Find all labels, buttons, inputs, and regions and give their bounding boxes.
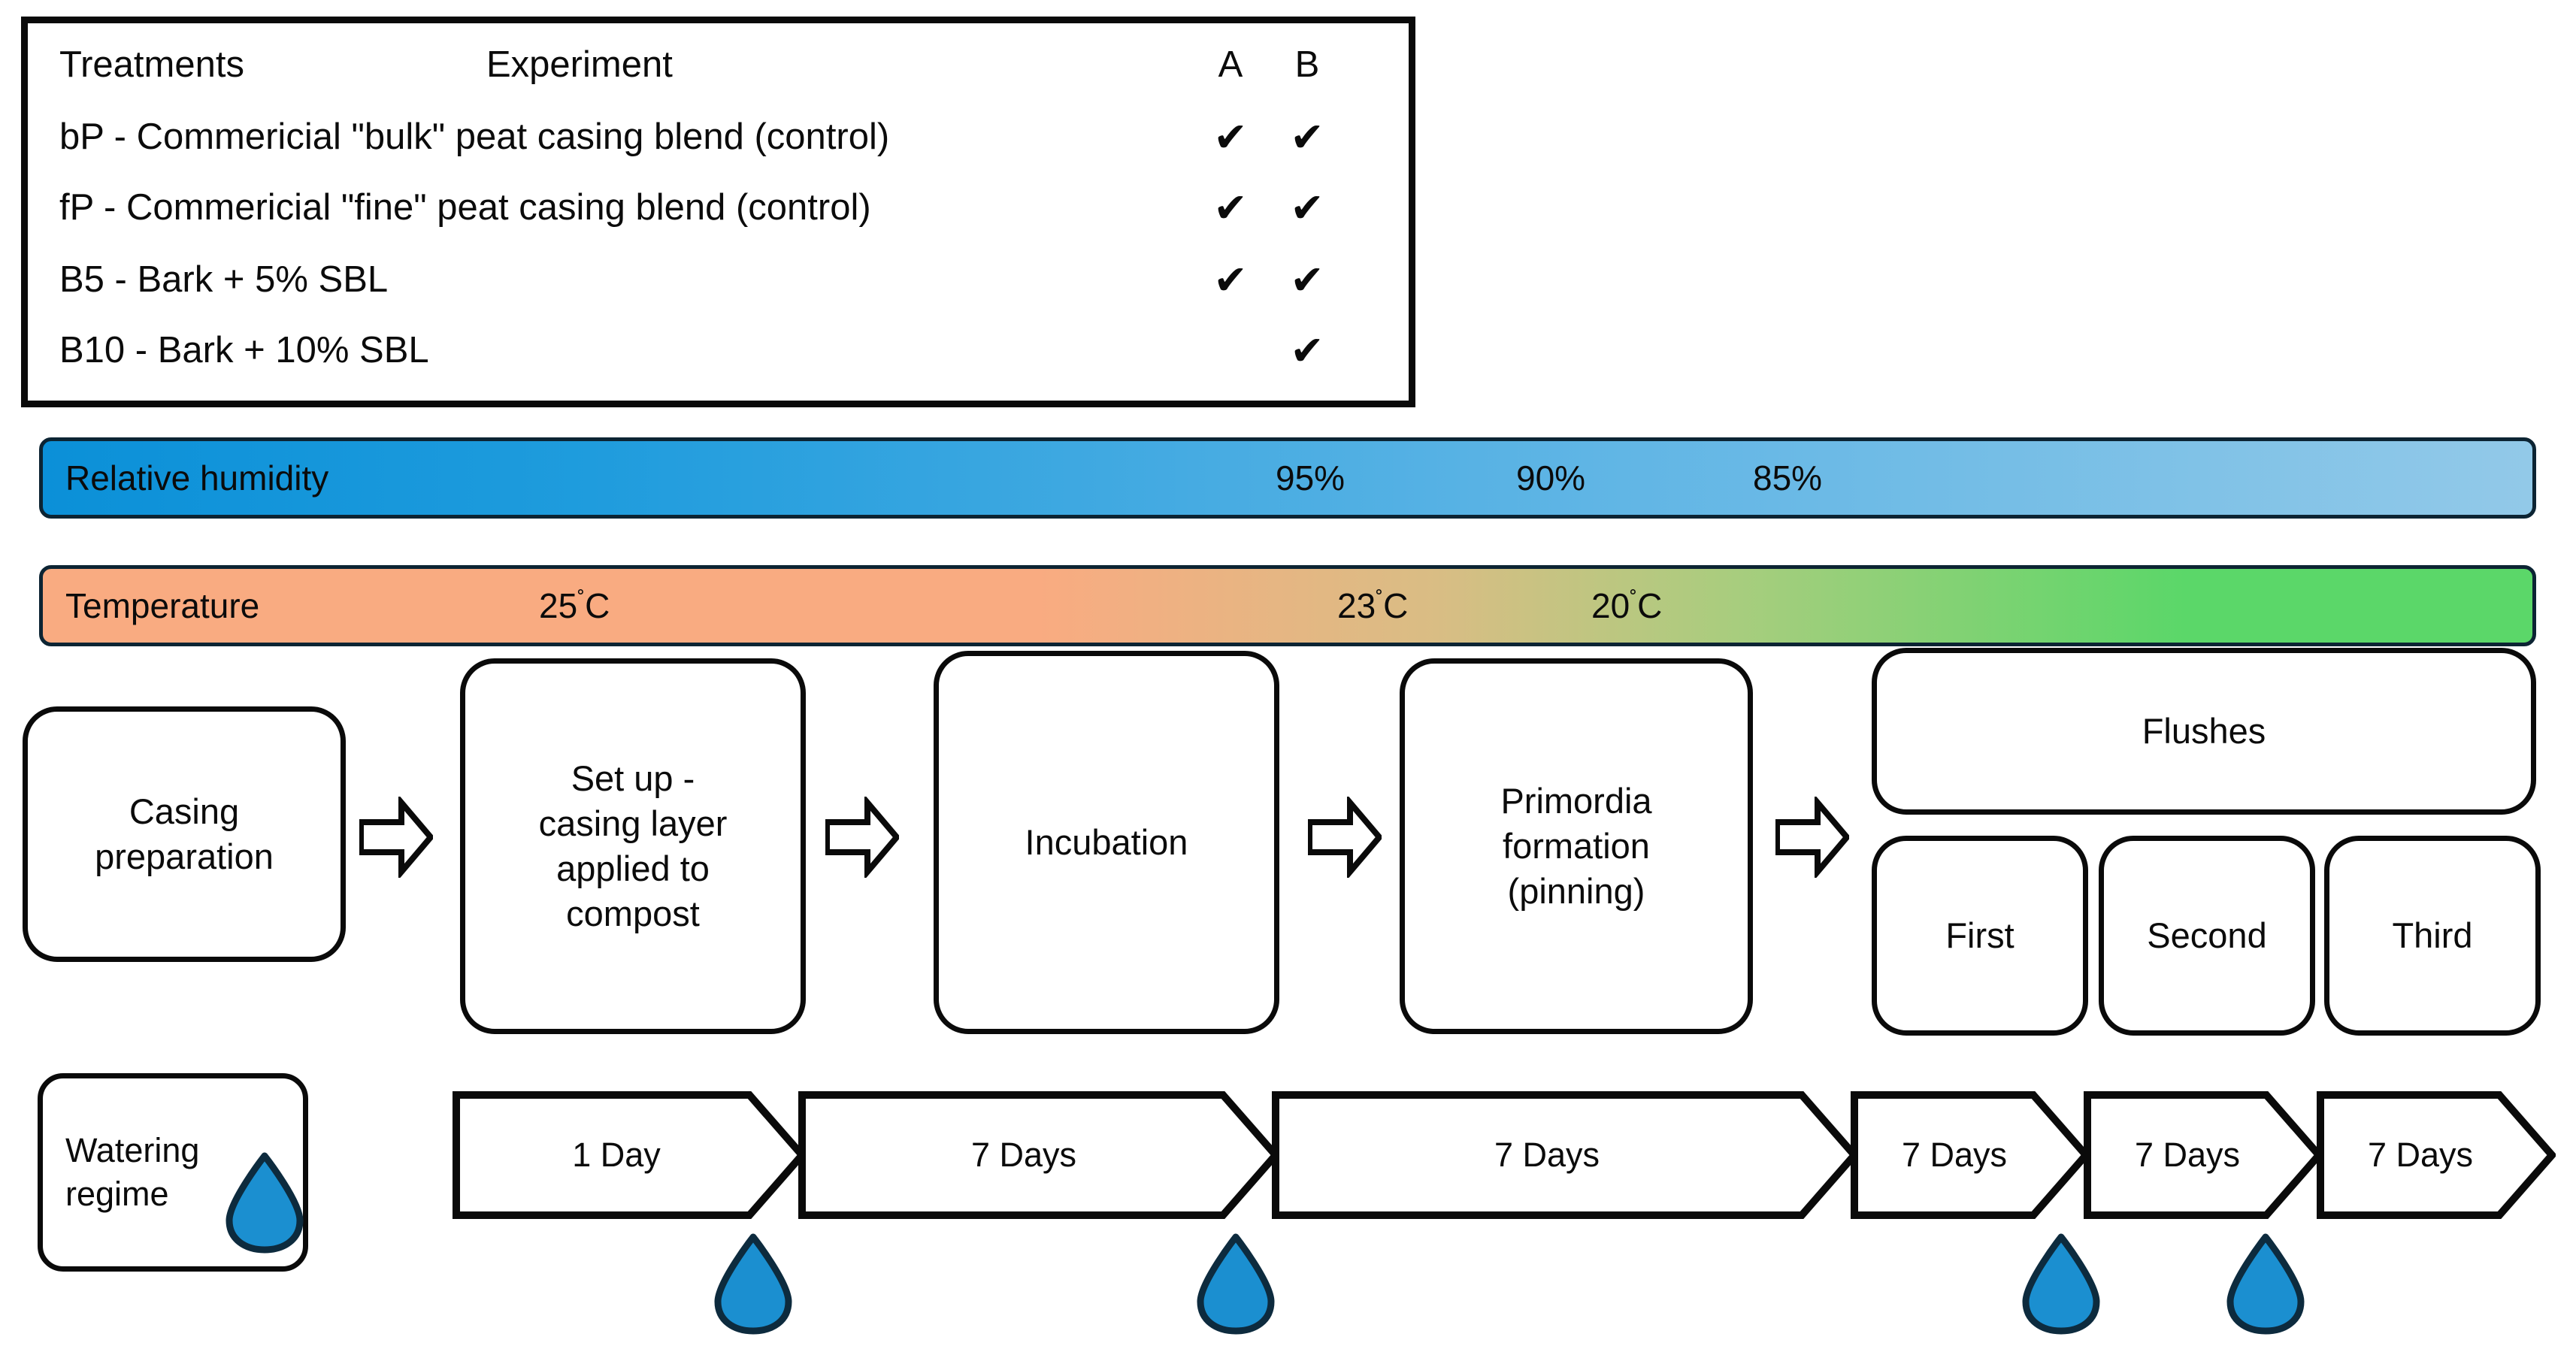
flow-arrow-icon bbox=[358, 794, 435, 880]
treatment-label: B10 - Bark + 10% SBL bbox=[59, 330, 429, 371]
flow-arrow-icon bbox=[824, 794, 901, 880]
duration-chevron[interactable] bbox=[1272, 1091, 1858, 1219]
flushes-title: Flushes bbox=[2142, 710, 2266, 751]
humidity-tick-90: 90% bbox=[1516, 458, 1586, 498]
check-icon-b: ✔ bbox=[1290, 183, 1324, 231]
treatments-table: Treatments Experiment A B bP - Commerici… bbox=[21, 17, 1415, 407]
table-header-row: Treatments Experiment A B bbox=[28, 29, 1409, 101]
check-icon-b: ✔ bbox=[1290, 326, 1324, 374]
water-drop-icon bbox=[224, 1151, 305, 1254]
temperature-tick-20-value: 20 bbox=[1591, 586, 1630, 625]
treatment-label: fP - Commericial "fine" peat casing blen… bbox=[59, 187, 871, 228]
column-header-experiment: Experiment bbox=[486, 44, 673, 85]
relative-humidity-label: Relative humidity bbox=[65, 458, 329, 498]
process-step-flushes[interactable]: Flushes bbox=[1872, 648, 2536, 815]
table-row: B5 - Bark + 5% SBL ✔ ✔ bbox=[28, 244, 1409, 316]
check-icon-a: ✔ bbox=[1213, 183, 1248, 231]
temperature-tick-20: 20˚C bbox=[1591, 585, 1662, 626]
flow-arrow-icon bbox=[1774, 794, 1851, 880]
temperature-label: Temperature bbox=[65, 586, 260, 625]
duration-chevron[interactable] bbox=[2084, 1091, 2323, 1219]
relative-humidity-bar: Relative humidity 95% 90% 85% bbox=[39, 437, 2536, 519]
flush-second[interactable]: Second bbox=[2099, 836, 2315, 1036]
degree-symbol: ˚ bbox=[1630, 588, 1638, 612]
check-icon-b: ✔ bbox=[1290, 113, 1324, 161]
flush-label: Third bbox=[2392, 915, 2473, 955]
temperature-bar: Temperature 25˚C 23˚C 20˚C bbox=[39, 565, 2536, 646]
degree-symbol: ˚ bbox=[1376, 588, 1384, 612]
duration-chevron[interactable] bbox=[1851, 1091, 2090, 1219]
water-drop-icon bbox=[2225, 1233, 2306, 1335]
column-header-a: A bbox=[1218, 44, 1243, 85]
temperature-tick-23-value: 23 bbox=[1337, 586, 1376, 625]
humidity-tick-95: 95% bbox=[1276, 458, 1346, 498]
check-icon-a: ✔ bbox=[1213, 113, 1248, 161]
temperature-tick-25-value: 25 bbox=[539, 586, 578, 625]
process-step-label: Casing preparation bbox=[95, 791, 274, 876]
flow-arrow-icon bbox=[1306, 794, 1384, 880]
process-step-label: Set up - casing layer applied to compost bbox=[538, 758, 728, 934]
temperature-tick-25-unit: C bbox=[585, 586, 610, 625]
duration-chevron[interactable] bbox=[2317, 1091, 2556, 1219]
check-icon-a: ✔ bbox=[1213, 256, 1248, 304]
table-row: B10 - Bark + 10% SBL ✔ bbox=[28, 315, 1409, 386]
humidity-tick-85: 85% bbox=[1753, 458, 1823, 498]
degree-symbol: ˚ bbox=[577, 588, 586, 612]
flush-third[interactable]: Third bbox=[2324, 836, 2541, 1036]
water-drop-icon bbox=[713, 1233, 794, 1335]
treatment-label: B5 - Bark + 5% SBL bbox=[59, 259, 389, 300]
check-icon-b: ✔ bbox=[1290, 256, 1324, 304]
flush-label: Second bbox=[2147, 915, 2267, 955]
flush-label: First bbox=[1945, 915, 2014, 955]
process-step-label: Incubation bbox=[1025, 821, 1188, 862]
process-step-incubation[interactable]: Incubation bbox=[934, 651, 1279, 1034]
temperature-tick-23: 23˚C bbox=[1337, 585, 1408, 626]
flush-first[interactable]: First bbox=[1872, 836, 2088, 1036]
duration-chevron[interactable] bbox=[453, 1091, 806, 1219]
watering-regime-label: Watering regime bbox=[65, 1131, 200, 1213]
duration-chevron[interactable] bbox=[798, 1091, 1279, 1219]
table-row: fP - Commericial "fine" peat casing blen… bbox=[28, 172, 1409, 243]
temperature-tick-25: 25˚C bbox=[539, 585, 610, 626]
water-drop-icon bbox=[2021, 1233, 2102, 1335]
process-step-setup[interactable]: Set up - casing layer applied to compost bbox=[460, 658, 806, 1034]
process-step-primordia-formation[interactable]: Primordia formation (pinning) bbox=[1400, 658, 1753, 1034]
treatment-label: bP - Commericial "bulk" peat casing blen… bbox=[59, 116, 890, 157]
temperature-tick-23-unit: C bbox=[1383, 586, 1409, 625]
temperature-tick-20-unit: C bbox=[1637, 586, 1663, 625]
water-drop-icon bbox=[1195, 1233, 1276, 1335]
column-header-treatments: Treatments bbox=[59, 44, 244, 85]
column-header-b: B bbox=[1294, 44, 1320, 85]
process-step-label: Primordia formation (pinning) bbox=[1500, 780, 1652, 912]
table-row: bP - Commericial "bulk" peat casing blen… bbox=[28, 101, 1409, 173]
process-step-casing-preparation[interactable]: Casing preparation bbox=[23, 706, 346, 962]
